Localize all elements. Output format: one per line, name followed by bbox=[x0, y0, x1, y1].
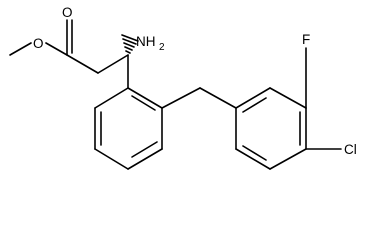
bond-ch2-chiral-carbon bbox=[97, 54, 129, 74]
benzene-left-inner-2 bbox=[131, 141, 158, 158]
benzene-right-inner-1 bbox=[242, 97, 267, 113]
atom-label-fluorine: F bbox=[302, 32, 310, 47]
atom-label-oxygen-carbonyl: O bbox=[62, 5, 73, 20]
bond-biaryl bbox=[161, 87, 201, 109]
atom-label-chlorine: Cl bbox=[344, 142, 357, 157]
benzene-right-bond-1 bbox=[199, 87, 237, 109]
benzene-left-inner-1 bbox=[131, 95, 156, 111]
bond-methyl-oxygen bbox=[9, 42, 32, 56]
bond-carbonyl-ch2 bbox=[66, 54, 99, 74]
atom-label-amine-sub: 2 bbox=[159, 42, 165, 53]
hashed-wedge-amine bbox=[121, 34, 139, 54]
benzene-right-bond-5 bbox=[269, 148, 307, 170]
benzene-left-bond-6 bbox=[94, 87, 129, 109]
atom-label-oxygen-ester: O bbox=[33, 36, 44, 51]
benzene-right-bond-6 bbox=[235, 148, 271, 170]
benzene-right-bond-3 bbox=[269, 87, 307, 109]
benzene-left-bond-3 bbox=[127, 148, 163, 170]
molecule-structure-diagram: O O NH 2 F Cl bbox=[9, 5, 357, 170]
benzene-right-inner-3 bbox=[242, 145, 267, 161]
benzene-left-bond-4 bbox=[94, 148, 129, 170]
atom-label-amine-main: NH bbox=[136, 34, 156, 49]
bond-oxygen-carbonyl-carbon bbox=[45, 42, 68, 56]
benzene-right-bond-2 bbox=[235, 87, 271, 109]
benzene-left-bond-1 bbox=[127, 87, 163, 109]
